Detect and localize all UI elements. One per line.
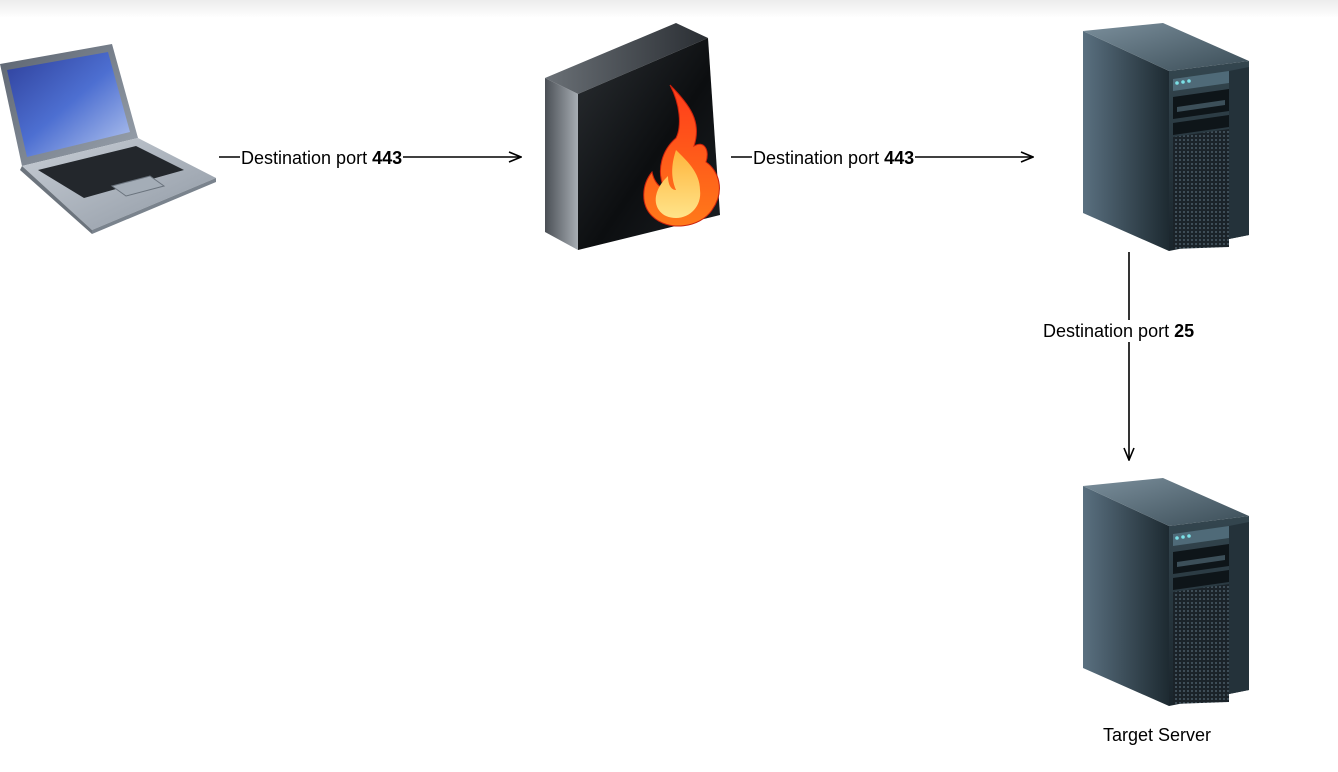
edge-label-port: 443 [884, 148, 915, 168]
edge-label-text: Destination port [241, 148, 373, 168]
firewall-icon [545, 23, 720, 250]
target-server-icon [1083, 478, 1249, 706]
edge-label-firewall-server: Destination port 443 [752, 147, 916, 169]
laptop-icon [0, 44, 216, 234]
edge-label-port: 443 [372, 148, 403, 168]
window-top-shadow [0, 0, 1338, 18]
server-tower-icon [1083, 23, 1249, 251]
edge-label-text: Destination port [753, 148, 885, 168]
edge-label-text: Destination port [1043, 321, 1175, 341]
target-server-label: Target Server [1103, 725, 1212, 745]
edge-label-laptop-firewall: Destination port 443 [240, 147, 404, 169]
edge-label-port: 25 [1174, 321, 1195, 341]
edge-label-server-target: Destination port 25 [1042, 320, 1196, 342]
